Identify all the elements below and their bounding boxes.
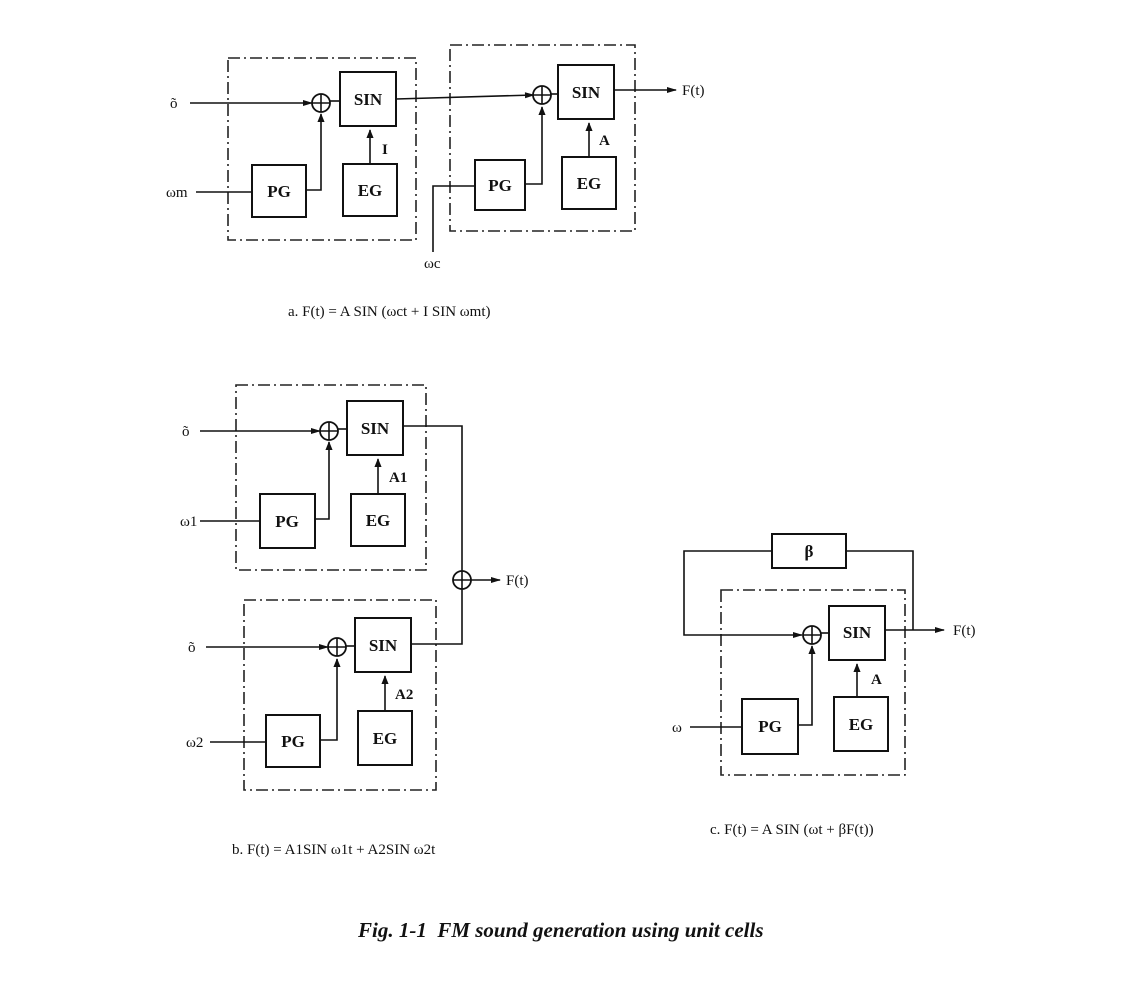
label-b-freq2: ω2 — [186, 735, 203, 751]
label-c-freq: ω — [672, 720, 682, 736]
label-c-sin: SIN — [843, 623, 872, 642]
formula-a: a. F(t) = A SIN (ωct + I SIN ωmt) — [288, 304, 491, 320]
sum-junction-a1 — [311, 93, 331, 113]
wire-c-pg-sum — [798, 645, 816, 726]
unit-cell-b1 — [235, 384, 427, 571]
label-b-pg2: PG — [281, 732, 305, 751]
label-b-pg1: PG — [275, 512, 299, 531]
unit-cell-modulator — [227, 57, 417, 241]
wire-b-pg1-sum1 — [315, 441, 333, 520]
pg-block-a1 — [251, 164, 307, 218]
label-c-gain: A — [871, 672, 882, 688]
diagram-b: õ ω1 SIN PG EG A1 õ ω2 SIN PG EG A2 F(t)… — [180, 384, 529, 858]
label-a-gain1: I — [382, 142, 388, 158]
sin-block-a2 — [557, 64, 615, 120]
pg-block-c — [741, 698, 799, 755]
diagram-a: õ ωm ωc SIN PG EG I SIN PG EG A F(t) a. … — [166, 44, 705, 320]
eg-block-b1 — [350, 493, 406, 547]
label-b-gain2: A2 — [395, 687, 413, 703]
label-c-eg: EG — [849, 715, 874, 734]
unit-cell-b2 — [243, 599, 437, 791]
unit-cell-carrier — [449, 44, 636, 232]
label-b-freq1: ω1 — [180, 514, 197, 530]
label-a-sin1: SIN — [354, 90, 383, 109]
wire-c-output-to-beta — [846, 550, 914, 630]
label-b-input2: õ — [188, 640, 196, 656]
label-a-eg1: EG — [358, 181, 383, 200]
label-a-eg2: EG — [577, 174, 602, 193]
wire-a-wc — [432, 185, 475, 252]
label-a-pg2: PG — [488, 176, 512, 195]
wire-b-sin1-out — [403, 425, 463, 571]
formula-c: c. F(t) = A SIN (ωt + βF(t)) — [710, 822, 874, 838]
eg-block-c — [833, 696, 889, 752]
label-c-pg: PG — [758, 717, 782, 736]
label-a-input-carrier: ωc — [424, 256, 441, 272]
label-b-sin2: SIN — [369, 636, 398, 655]
sum-junction-b2 — [327, 637, 347, 657]
sin-block-b1 — [346, 400, 404, 456]
sum-junction-b-out — [452, 570, 472, 590]
label-b-gain1: A1 — [389, 470, 407, 486]
sin-block-b2 — [354, 617, 412, 673]
formula-b: b. F(t) = A1SIN ω1t + A2SIN ω2t — [232, 842, 436, 858]
wire-b-pg2-sum2 — [320, 658, 341, 741]
label-c-output: F(t) — [953, 623, 976, 639]
wire-a-pg2-sum2 — [525, 106, 546, 185]
wire-a-pg1-sum1 — [306, 113, 325, 191]
pg-block-b1 — [259, 493, 316, 549]
label-b-sin1: SIN — [361, 419, 390, 438]
sum-junction-c — [802, 625, 822, 645]
wire-c-beta-feedback — [683, 550, 803, 638]
label-b-eg2: EG — [373, 729, 398, 748]
pg-block-b2 — [265, 714, 321, 768]
eg-block-a2 — [561, 156, 617, 210]
unit-cell-c — [720, 589, 906, 776]
figure-caption: Fig. 1-1 FM sound generation using unit … — [357, 918, 764, 942]
label-a-pg1: PG — [267, 182, 291, 201]
wire-a-sin1-sum2 — [395, 92, 535, 100]
eg-block-a1 — [342, 163, 398, 217]
label-a-input-top: õ — [170, 96, 178, 112]
label-a-input-mod: ωm — [166, 185, 188, 201]
pg-block-a2 — [474, 159, 526, 211]
label-a-gain2: A — [599, 133, 610, 149]
label-a-output: F(t) — [682, 83, 705, 99]
label-b-output: F(t) — [506, 573, 529, 589]
label-b-eg1: EG — [366, 511, 391, 530]
label-c-beta: β — [805, 542, 814, 561]
sum-junction-a2 — [532, 85, 552, 105]
diagram-c: β ω SIN PG EG A F(t) c. F(t) = A SIN (ωt… — [672, 533, 976, 838]
label-a-sin2: SIN — [572, 83, 601, 102]
sin-block-c — [828, 605, 886, 661]
label-b-input1: õ — [182, 424, 190, 440]
sum-junction-b1 — [319, 421, 339, 441]
wire-b-sin2-out — [411, 589, 463, 645]
